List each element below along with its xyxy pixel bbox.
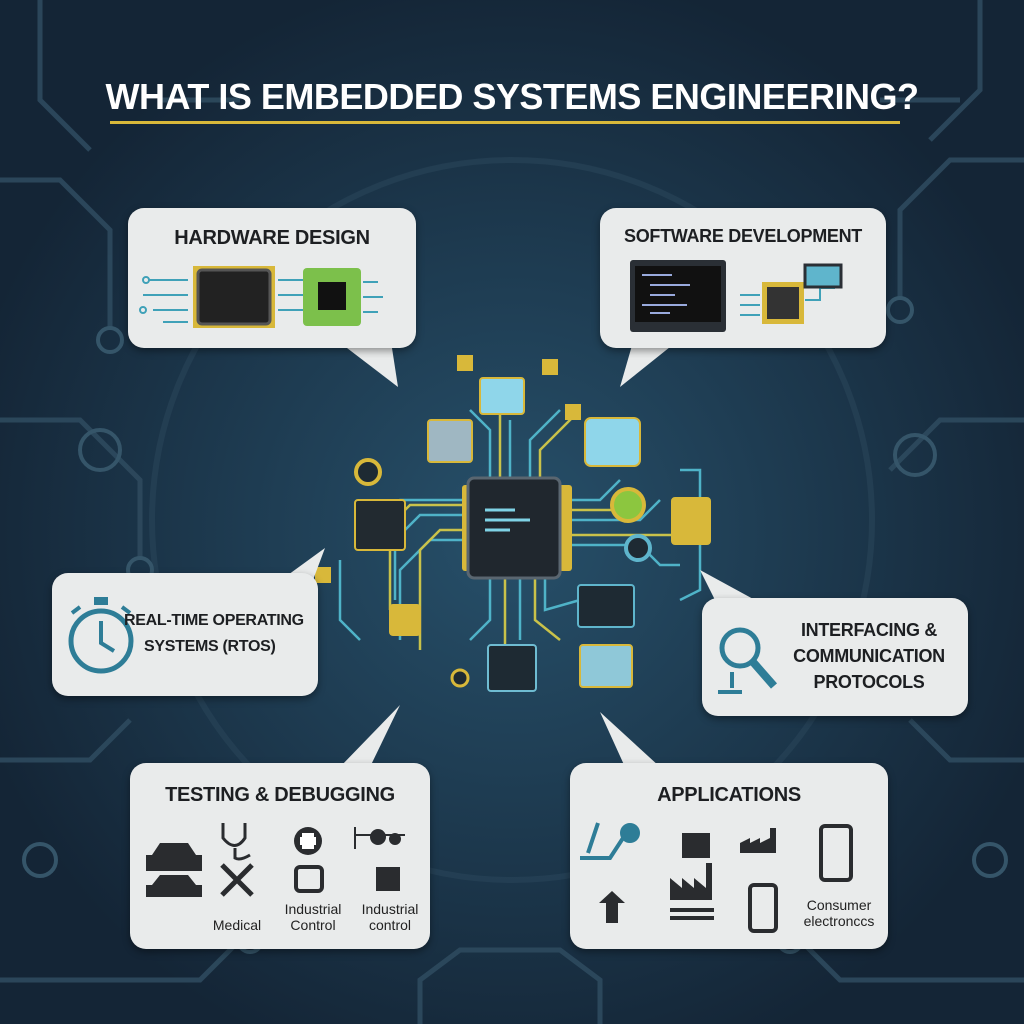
factory-icon — [670, 863, 712, 900]
page-title: WHAT IS EMBEDDED SYSTEMS ENGINEERING? — [105, 76, 919, 117]
dollar-arrows-icon — [599, 891, 625, 923]
rtos-title-line1: REAL-TIME OPERATING — [124, 612, 304, 629]
testing-callout-tail — [340, 705, 400, 767]
robot-arm-icon — [220, 863, 254, 897]
applications-card: APPLICATIONS Consumer electronccs — [570, 763, 888, 949]
testing-debugging-card: TESTING & DEBUGGING Medical Industrial C… — [130, 763, 430, 949]
hardware-design-card: HARDWARE DESIGN — [128, 208, 416, 348]
code-monitor-icon — [630, 260, 843, 332]
applications-callout-tail — [600, 712, 660, 767]
testing-label-industrial-control-2: Industrial control — [361, 901, 419, 933]
circuit-board-icon — [370, 829, 401, 845]
microcontroller-chip-icon — [139, 266, 383, 328]
testing-label-industrial-control: Industrial Control — [284, 901, 342, 933]
testing-label-medical: Medical — [212, 917, 262, 933]
monitor-icon — [294, 865, 324, 893]
applications-icons — [580, 822, 778, 933]
software-development-title: SOFTWARE DEVELOPMENT — [623, 226, 862, 246]
rtos-title-line2: SYSTEMS (RTOS) — [144, 638, 276, 655]
display-icon — [803, 263, 843, 289]
stopwatch-icon — [68, 597, 134, 674]
interfacing-callout-tail — [700, 570, 755, 600]
interfacing-card: INTERFACING & COMMUNICATION PROTOCOLS — [702, 598, 968, 716]
chip-icon — [376, 867, 400, 891]
plug-device-icon — [682, 833, 710, 858]
software-development-card: SOFTWARE DEVELOPMENT — [600, 208, 886, 348]
interfacing-title-line1: INTERFACING & — [800, 620, 938, 640]
applications-label-consumer-electronics: Consumer electronccs — [803, 897, 875, 929]
car-icon — [146, 843, 202, 871]
stethoscope-icon — [221, 823, 251, 861]
interfacing-title-line2: COMMUNICATION — [793, 646, 945, 666]
interfacing-title-line3: PROTOCOLS — [813, 672, 925, 692]
factory-icon — [740, 828, 776, 853]
smartphone-icon — [819, 824, 853, 882]
rtos-card: REAL-TIME OPERATING SYSTEMS (RTOS) — [52, 573, 318, 696]
applications-title: APPLICATIONS — [657, 784, 801, 806]
testing-icons — [146, 823, 405, 897]
car-icon — [146, 875, 202, 897]
magnifier-icon — [718, 627, 778, 694]
hardware-design-title: HARDWARE DESIGN — [174, 227, 370, 249]
title-underline — [110, 121, 900, 124]
software-callout-tail — [620, 335, 685, 387]
hardware-callout-tail — [330, 335, 398, 387]
central-processor-chip — [462, 476, 572, 580]
testing-debugging-title: TESTING & DEBUGGING — [165, 784, 395, 806]
robotic-arm-icon — [580, 822, 640, 860]
smartphone-icon — [748, 883, 778, 933]
